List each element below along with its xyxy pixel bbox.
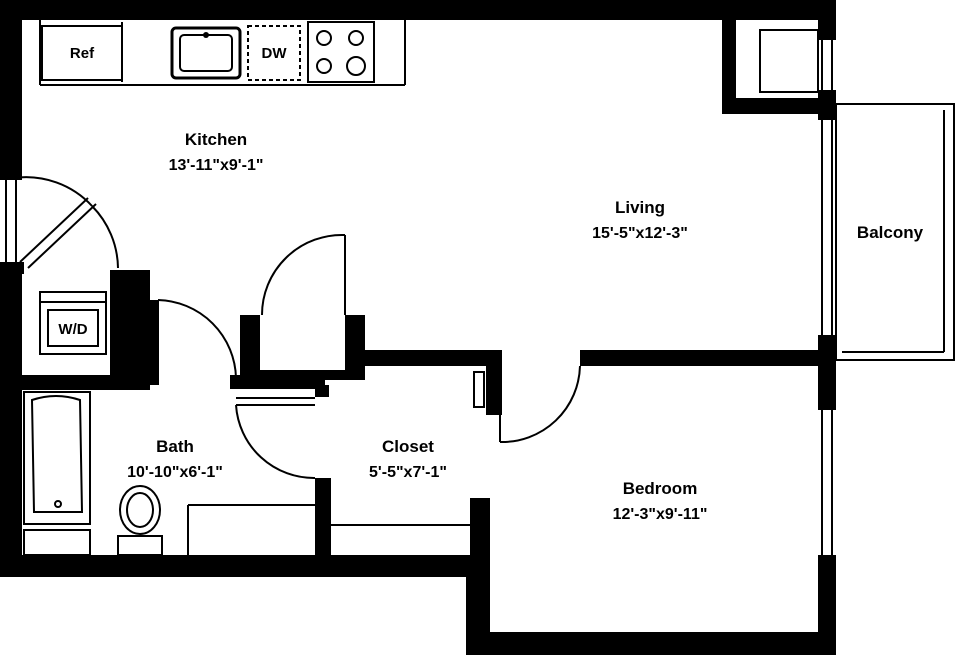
refrigerator: Ref (41, 22, 123, 82)
thin-lines (5, 20, 955, 555)
closet-name: Closet (382, 437, 434, 456)
balcony-name: Balcony (857, 223, 924, 242)
room-labels: Kitchen 13'-11"x9'-1" Living 15'-5"x12'-… (127, 130, 923, 523)
living-name: Living (615, 198, 665, 217)
bath-dims: 10'-10"x6'-1" (127, 464, 223, 481)
bedroom-name: Bedroom (623, 479, 698, 498)
dishwasher-label: DW (262, 45, 288, 62)
living-dims: 15'-5"x12'-3" (592, 225, 688, 242)
washer-dryer: W/D (39, 291, 107, 355)
kitchen-dims: 13'-11"x9'-1" (169, 157, 264, 174)
closet-dims: 5'-5"x7'-1" (369, 464, 447, 481)
bathtub (23, 391, 91, 556)
kitchen-sink (170, 26, 242, 80)
washer-dryer-label: W/D (58, 321, 87, 338)
bedroom-dims: 12'-3"x9'-11" (613, 506, 708, 523)
toilet (117, 485, 163, 556)
kitchen-name: Kitchen (185, 130, 247, 149)
doors (13, 176, 581, 480)
bath-name: Bath (156, 437, 194, 456)
refrigerator-label: Ref (70, 45, 95, 62)
stove (307, 21, 375, 83)
dishwasher: DW (247, 25, 301, 81)
walls (0, 0, 836, 655)
